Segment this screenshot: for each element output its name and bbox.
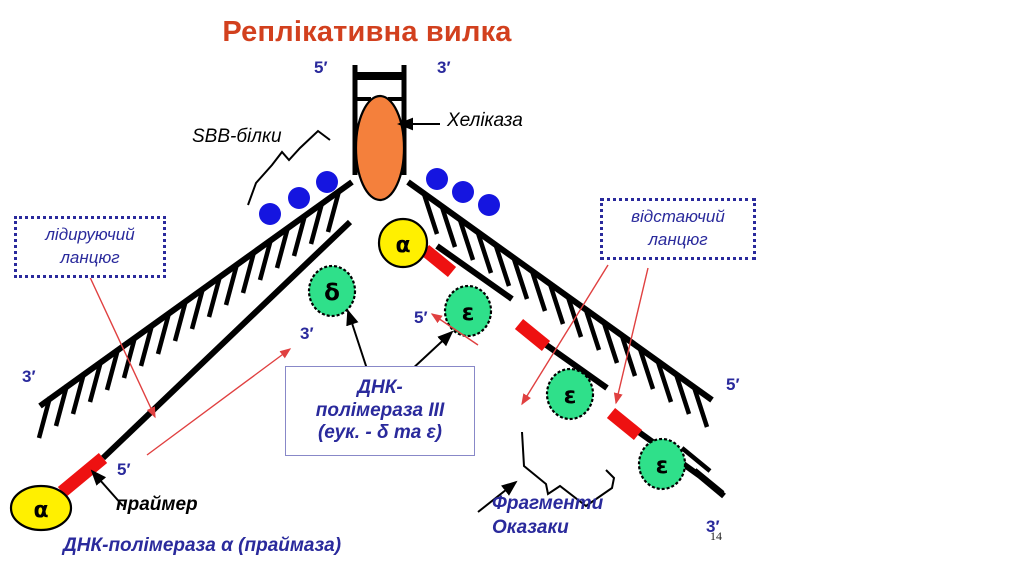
pol3-pointer-delta — [346, 309, 369, 373]
svg-text:α: α — [395, 233, 410, 258]
pol3-callout-text: ДНК- полімераза III (еук. - δ та ε) — [315, 376, 445, 444]
helicase-shape — [354, 94, 406, 202]
svg-text:δ: δ — [324, 280, 340, 306]
svg-text:ε: ε — [656, 453, 669, 479]
tick-right-inner: 3′ — [706, 517, 720, 536]
pol-epsilon-circle-1: ε — [443, 284, 493, 338]
primase-alpha-lagging: α — [377, 217, 429, 269]
svg-text:ε: ε — [462, 300, 475, 326]
lagging-primer-1 — [420, 244, 457, 278]
okazaki-label: Фрагменти Оказаки — [492, 493, 604, 538]
ssb-circles-right — [426, 168, 500, 216]
ssb-circles-left — [259, 171, 338, 225]
leading-strand — [36, 179, 354, 498]
leading-primer — [57, 452, 108, 498]
page-title: Реплікативна вилка — [0, 16, 1024, 49]
pol-epsilon-circle-2: ε — [545, 367, 595, 421]
page-title-text: Реплікативна вилка — [222, 16, 512, 48]
primer-label: праймер — [116, 494, 198, 515]
pol3-callout-box: ДНК- полімераза III (еук. - δ та ε) — [285, 366, 475, 456]
svg-text:α: α — [33, 498, 48, 523]
helicase-label: Хеліказа — [447, 110, 523, 131]
leading-base-pairs — [104, 190, 342, 391]
tick-right-outer: 5′ — [726, 375, 740, 394]
svg-text:ε: ε — [564, 383, 577, 409]
tick-top-right: 3′ — [437, 58, 451, 77]
leading-direction-arrow — [146, 348, 292, 456]
okazaki-fragment-1 — [435, 243, 514, 302]
lagging-base-pairs — [421, 193, 710, 428]
tick-lagging-inner: 5′ — [414, 308, 428, 327]
lagging-primer-2 — [514, 318, 551, 352]
okazaki-brace — [521, 431, 616, 508]
leading-template-overhang-teeth — [36, 360, 104, 439]
ssb-label: SBB-білки — [192, 126, 282, 147]
leading-strand-callout: лідируючий ланцюг — [14, 216, 166, 278]
tick-left-outer: 3′ — [22, 367, 36, 386]
leading-callout-pointer — [87, 272, 156, 419]
primase-alpha-leading: α — [9, 484, 73, 532]
lagging-callout-pointer-b — [613, 267, 649, 405]
leading-strand-callout-text: лідируючий ланцюг — [45, 225, 135, 267]
okazaki-brace-pointer — [477, 480, 518, 513]
lagging-direction-arrow — [430, 313, 479, 346]
lagging-strand-callout-text: відстаючий ланцюг — [631, 207, 725, 249]
pol-delta-circle: δ — [307, 264, 357, 318]
lagging-strand-callout: відстаючий ланцюг — [600, 198, 756, 260]
lagging-callout-pointer-a — [521, 264, 609, 406]
tick-top-left: 5′ — [314, 58, 328, 77]
lagging-primer-3 — [606, 407, 643, 441]
pol-alpha-caption: ДНК-полімераза α (праймаза) — [63, 535, 342, 556]
tick-leading-inner: 3′ — [300, 324, 314, 343]
primer-pointer — [90, 469, 124, 507]
tick-left-inner: 5′ — [117, 460, 131, 479]
page-number: 14 — [710, 529, 722, 543]
ssb-brace — [247, 129, 331, 206]
pol-epsilon-circle-3: ε — [637, 437, 687, 491]
